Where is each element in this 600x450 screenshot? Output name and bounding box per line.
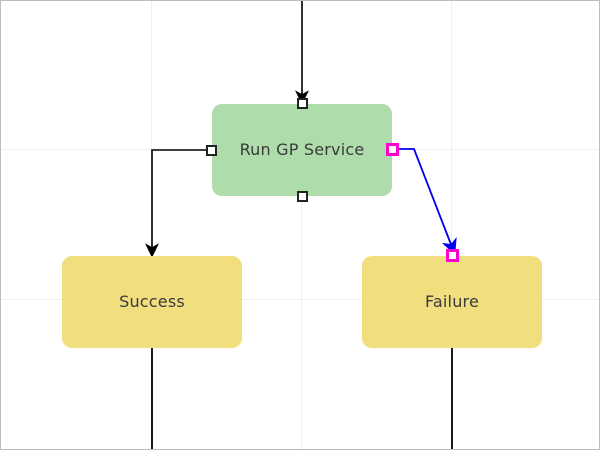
edge-run-to-failure[interactable] xyxy=(393,148,457,256)
edge-run-to-success[interactable] xyxy=(144,149,212,258)
node-success[interactable]: Success xyxy=(62,256,242,348)
node-label: Run GP Service xyxy=(239,140,365,159)
port-right-selected[interactable] xyxy=(386,142,399,156)
node-label: Success xyxy=(119,292,185,311)
node-label: Failure xyxy=(424,292,480,311)
port-bottom[interactable] xyxy=(296,191,308,202)
node-run-gp-service[interactable]: Run GP Service xyxy=(206,98,399,202)
node-failure[interactable]: Failure xyxy=(362,249,542,348)
port-left[interactable] xyxy=(206,144,217,156)
port-top[interactable] xyxy=(296,98,308,109)
port-top-selected[interactable] xyxy=(445,249,459,262)
